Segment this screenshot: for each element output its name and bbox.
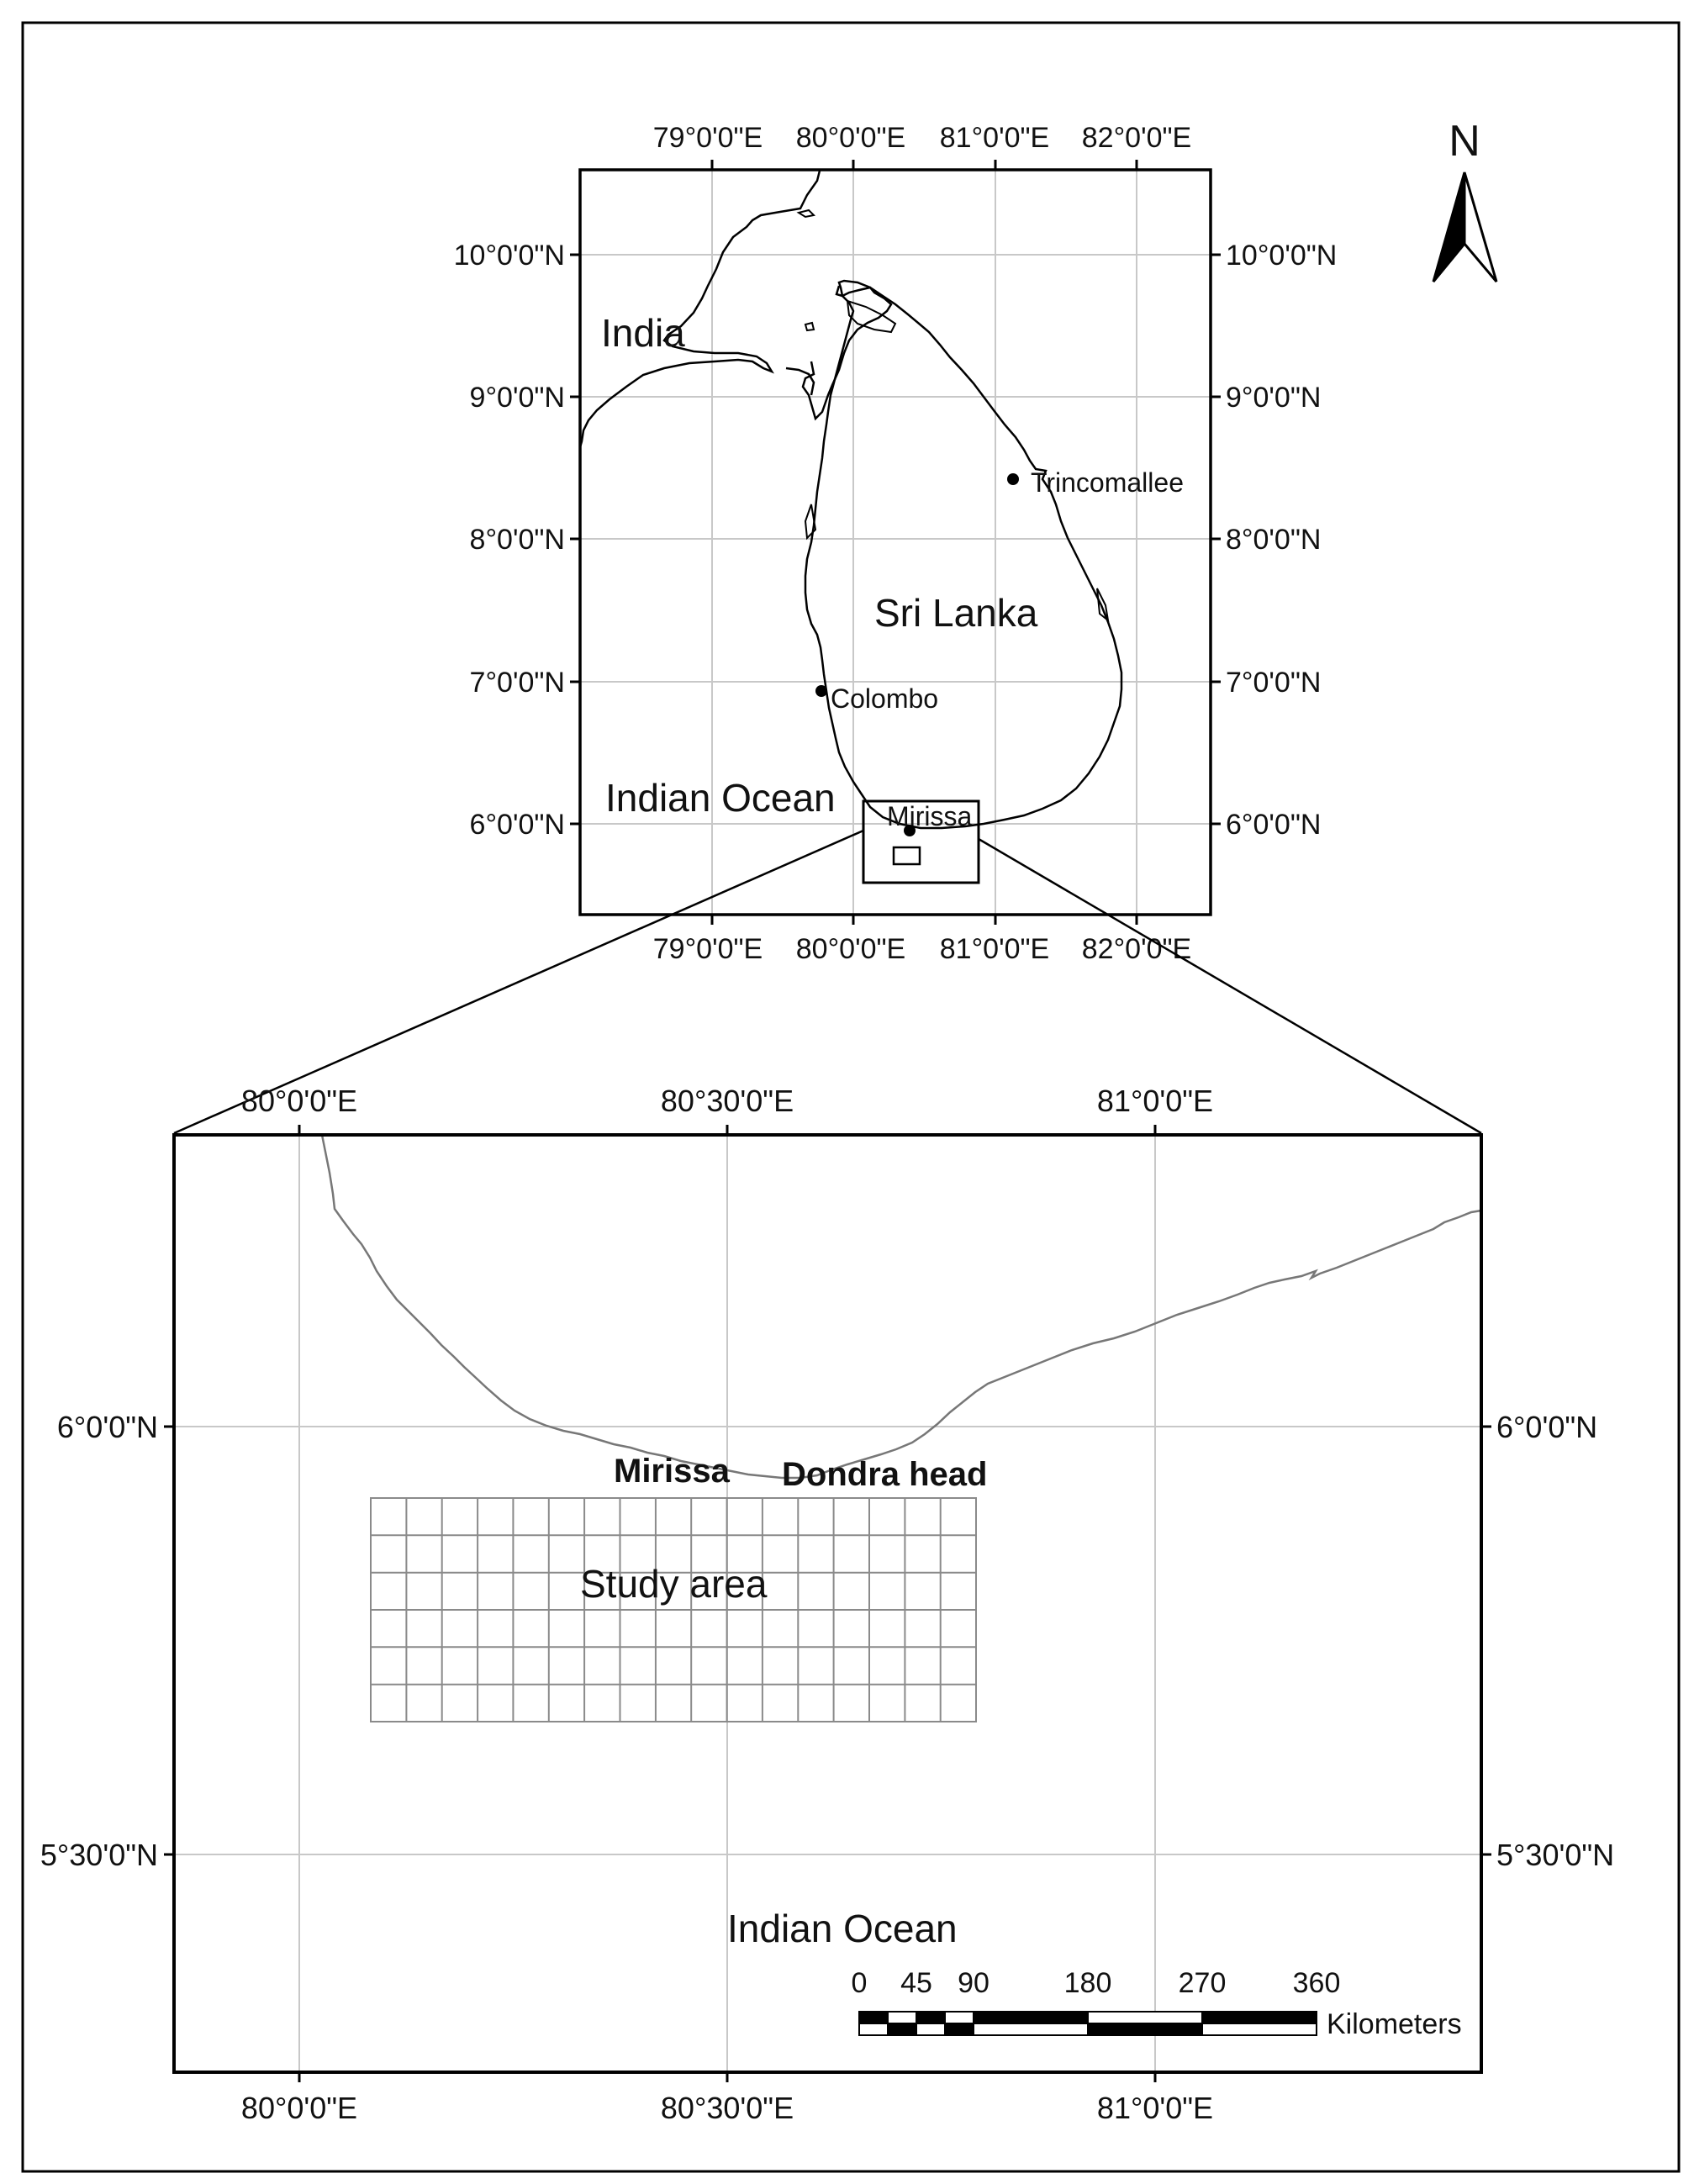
top-study-area-box bbox=[892, 846, 921, 866]
north-arrow-icon bbox=[1432, 171, 1498, 282]
scale-tick-label: 90 bbox=[958, 1967, 989, 1999]
scale-segment bbox=[973, 2011, 1089, 2024]
bottom-lon-label-bottom: 80°0'0"E bbox=[241, 2091, 357, 2125]
top-lon-label-top: 81°0'0"E bbox=[940, 122, 1049, 154]
top-lon-label-bottom: 80°0'0"E bbox=[796, 933, 905, 965]
top-lat-label-left: 7°0'0"N bbox=[470, 667, 565, 699]
scale-tick-label: 0 bbox=[852, 1967, 868, 1999]
scale-segment bbox=[1201, 2011, 1317, 2024]
bottom-lat-label-right: 6°0'0"N bbox=[1496, 1410, 1597, 1444]
top-lon-label-top: 82°0'0"E bbox=[1082, 122, 1191, 154]
island-1 bbox=[796, 208, 816, 219]
label-mirissa-bold: Mirissa bbox=[614, 1453, 731, 1490]
city-label-mirissa: Mirissa bbox=[887, 801, 973, 831]
label-dondra-head: Dondra head bbox=[782, 1456, 987, 1493]
scale-segment bbox=[944, 2011, 974, 2024]
jaffna-lagoon bbox=[846, 299, 897, 334]
south-coastline bbox=[320, 1134, 1482, 1480]
bottom-lon-label-top: 80°0'0"E bbox=[241, 1084, 357, 1118]
north-arrow-label: N bbox=[1449, 117, 1480, 166]
connector-line-right bbox=[978, 837, 1482, 1135]
study-area-grid bbox=[370, 1497, 977, 1722]
bottom-lon-label-bottom: 80°30'0"E bbox=[661, 2091, 794, 2125]
scale-tick-label: 270 bbox=[1179, 1967, 1227, 1999]
top-inset-box bbox=[862, 799, 980, 884]
coast-inlet-puttalam bbox=[804, 504, 817, 541]
scale-segment bbox=[887, 2011, 917, 2024]
city-label-colombo: Colombo bbox=[831, 683, 938, 714]
bottom-lon-label-top: 81°0'0"E bbox=[1097, 1084, 1213, 1118]
scale-tick-label: 360 bbox=[1293, 1967, 1341, 1999]
coast-inlet-east bbox=[1096, 588, 1110, 623]
top-lon-label-bottom: 82°0'0"E bbox=[1082, 933, 1191, 965]
scale-segment bbox=[858, 2023, 889, 2036]
city-dot-mirissa bbox=[904, 825, 916, 836]
scale-segment bbox=[973, 2023, 1089, 2036]
top-lon-label-bottom: 79°0'0"E bbox=[653, 933, 763, 965]
label-india: India bbox=[601, 311, 685, 355]
scale-segment bbox=[944, 2023, 974, 2036]
top-lat-label-left: 6°0'0"N bbox=[470, 809, 565, 841]
bottom-map: Mirissa Dondra head Study area Indian Oc… bbox=[40, 1084, 1614, 2125]
label-indian-ocean-bottom: Indian Ocean bbox=[727, 1907, 958, 1950]
top-lon-label-top: 80°0'0"E bbox=[796, 122, 905, 154]
top-lat-label-right: 9°0'0"N bbox=[1226, 382, 1321, 414]
scale-segment bbox=[887, 2023, 917, 2036]
city-dot-trincomallee bbox=[1007, 473, 1019, 485]
city-label-trincomallee: Trincomallee bbox=[1031, 467, 1184, 498]
bottom-lon-label-top: 80°30'0"E bbox=[661, 1084, 794, 1118]
connector-line-left bbox=[173, 829, 864, 1135]
top-lat-label-right: 6°0'0"N bbox=[1226, 809, 1321, 841]
mannar-coastline bbox=[785, 367, 815, 396]
sri-lanka-coastline bbox=[804, 279, 1123, 830]
north-arrow: N bbox=[1432, 117, 1498, 282]
scale-tick-label: 45 bbox=[900, 1967, 932, 1999]
top-lon-label-bottom: 81°0'0"E bbox=[940, 933, 1049, 965]
bottom-map-frame bbox=[172, 1133, 1483, 2074]
scale-segment bbox=[916, 2011, 946, 2024]
top-map: Trincomallee Colombo Mirissa India Sri L… bbox=[454, 122, 1338, 965]
jaffna-coastline bbox=[801, 285, 893, 421]
top-lat-label-right: 10°0'0"N bbox=[1226, 240, 1337, 272]
top-map-frame bbox=[578, 168, 1212, 916]
top-lat-label-left: 10°0'0"N bbox=[454, 240, 565, 272]
scale-segment bbox=[1087, 2011, 1203, 2024]
label-indian-ocean-top: Indian Ocean bbox=[605, 776, 836, 820]
india-coastline bbox=[578, 170, 821, 448]
top-lon-label-top: 79°0'0"E bbox=[653, 122, 763, 154]
top-lat-label-right: 8°0'0"N bbox=[1226, 524, 1321, 556]
scale-tick-label: 180 bbox=[1064, 1967, 1112, 1999]
bottom-lat-label-left: 6°0'0"N bbox=[57, 1410, 158, 1444]
city-dot-colombo bbox=[815, 685, 827, 697]
top-lat-label-left: 9°0'0"N bbox=[470, 382, 565, 414]
scale-segment bbox=[916, 2023, 946, 2036]
scale-unit-label: Kilometers bbox=[1327, 2008, 1462, 2040]
bottom-lat-label-left: 5°30'0"N bbox=[40, 1838, 158, 1872]
top-lat-label-right: 7°0'0"N bbox=[1226, 667, 1321, 699]
island-2 bbox=[804, 321, 815, 332]
label-study-area: Study area bbox=[580, 1562, 768, 1606]
top-lat-label-left: 8°0'0"N bbox=[470, 524, 565, 556]
bottom-lon-label-bottom: 81°0'0"E bbox=[1097, 2091, 1213, 2125]
scale-segment bbox=[1201, 2023, 1317, 2036]
bottom-lat-label-right: 5°30'0"N bbox=[1496, 1838, 1614, 1872]
scale-bar: 0 45 90 180 270 360 Kilometers bbox=[852, 1967, 1462, 2040]
outer-frame bbox=[21, 21, 1681, 2173]
scale-segment bbox=[858, 2011, 889, 2024]
scale-segment bbox=[1087, 2023, 1203, 2036]
label-sri-lanka: Sri Lanka bbox=[874, 591, 1038, 635]
